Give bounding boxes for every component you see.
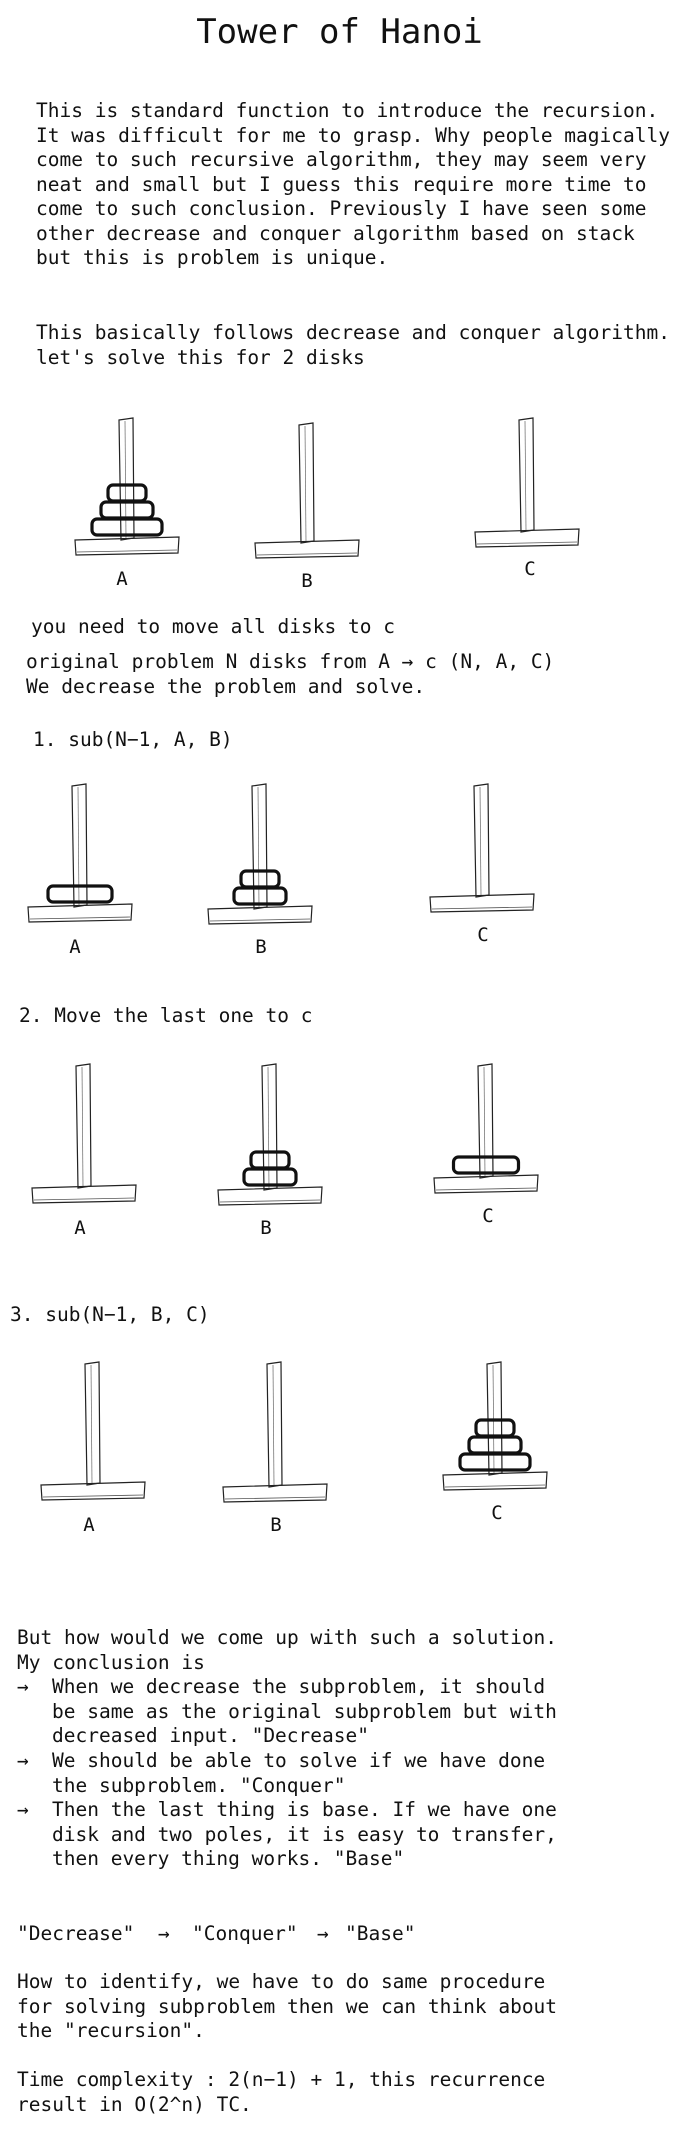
rod-label-a: A xyxy=(74,1217,86,1239)
disk xyxy=(99,500,155,520)
rod-base xyxy=(217,1186,323,1206)
rod-label-a: A xyxy=(83,1514,95,1536)
disk xyxy=(249,1150,291,1170)
rod-base xyxy=(254,539,360,559)
rod-base xyxy=(74,536,180,556)
rod-pole xyxy=(298,422,315,544)
rod-label-c: C xyxy=(482,1205,494,1227)
move-all-text: you need to move all disks to c xyxy=(31,615,395,638)
flow-decrease: "Decrease" xyxy=(17,1922,135,1945)
arrow-icon: → xyxy=(17,1798,29,1821)
arrow-icon: → xyxy=(17,1675,29,1698)
flow-conquer: "Conquer" xyxy=(192,1922,298,1945)
bullet-conquer: We should be able to solve if we have do… xyxy=(52,1749,546,1797)
disk xyxy=(46,884,114,904)
arrow-icon: → xyxy=(158,1922,170,1945)
rod-pole xyxy=(261,1063,278,1191)
disk xyxy=(232,886,288,906)
bullet-base: Then the last thing is base. If we have … xyxy=(52,1798,557,1870)
rod-pole xyxy=(266,1361,283,1488)
disk xyxy=(106,483,148,503)
disk xyxy=(451,1155,521,1175)
rod-base xyxy=(433,1174,539,1194)
step1-heading: 1. sub(N−1, A, B) xyxy=(33,728,233,751)
arrow-icon: → xyxy=(17,1749,29,1772)
flow-base: "Base" xyxy=(345,1922,416,1945)
rod-label-c: C xyxy=(524,558,536,580)
complexity-paragraph: Time complexity : 2(n−1) + 1, this recur… xyxy=(17,2068,546,2116)
page-title: Tower of Hanoi xyxy=(196,12,483,52)
rod-label-a: A xyxy=(116,568,128,590)
rod-base xyxy=(27,903,133,923)
rod-base xyxy=(31,1184,137,1204)
rod-pole xyxy=(118,417,135,541)
rod-pole xyxy=(71,783,88,908)
step2-heading: 2. Move the last one to c xyxy=(19,1004,313,1027)
bullet-decrease: When we decrease the subproblem, it shou… xyxy=(52,1675,557,1747)
rod-label-c: C xyxy=(477,924,489,946)
conclusion-heading: But how would we come up with such a sol… xyxy=(17,1626,558,1674)
rod-base xyxy=(222,1483,328,1503)
rod-base xyxy=(40,1481,146,1501)
arrow-icon: → xyxy=(317,1922,329,1945)
rod-base xyxy=(207,905,313,925)
rod-pole xyxy=(518,417,535,533)
rod-label-a: A xyxy=(69,936,81,958)
step3-heading: 3. sub(N−1, B, C) xyxy=(10,1303,210,1326)
rod-pole xyxy=(75,1063,92,1189)
rod-label-b: B xyxy=(255,936,267,958)
disk xyxy=(242,1167,298,1187)
rod-pole xyxy=(477,1063,494,1179)
rod-label-b: B xyxy=(301,570,313,592)
rod-label-b: B xyxy=(270,1514,282,1536)
rod-pole xyxy=(251,783,268,910)
intro-paragraph-2: This basically follows decrease and conq… xyxy=(36,321,670,369)
rod-label-b: B xyxy=(260,1217,272,1239)
disk xyxy=(239,869,281,889)
original-problem-text: original problem N disks from A → c (N, … xyxy=(26,650,555,698)
rod-base xyxy=(429,893,535,913)
rod-pole xyxy=(84,1361,101,1486)
rod-label-c: C xyxy=(491,1502,503,1524)
disk xyxy=(467,1435,523,1455)
intro-paragraph: This is standard function to introduce t… xyxy=(36,99,670,269)
disk xyxy=(458,1452,532,1472)
disk xyxy=(474,1418,516,1438)
identify-paragraph: How to identify, we have to do same proc… xyxy=(17,1970,558,2042)
rod-base xyxy=(442,1471,548,1491)
rod-base xyxy=(474,528,580,548)
rod-pole xyxy=(473,783,490,898)
disk xyxy=(90,517,164,537)
